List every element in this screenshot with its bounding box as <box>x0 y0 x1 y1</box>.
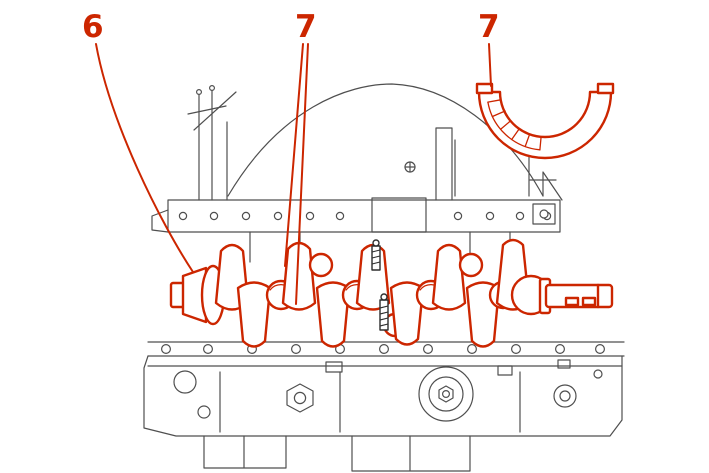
callout-leader-lines <box>95 43 492 305</box>
engine-block-linework <box>143 83 625 472</box>
callout-label-7-bearing-shell: 7 <box>478 9 500 45</box>
leader-line-7-shell <box>488 43 492 87</box>
callout-label-7-crankshaft: 7 <box>295 9 317 45</box>
leader-line-7-mid-a <box>284 43 304 267</box>
oil-pump-studs <box>371 239 389 331</box>
callout-label-6: 6 <box>82 9 104 45</box>
crankshaft-highlight <box>169 238 614 348</box>
main-bearing-shell <box>475 82 615 160</box>
leader-line-7-mid-b <box>295 43 309 305</box>
leader-line-6 <box>95 43 194 273</box>
